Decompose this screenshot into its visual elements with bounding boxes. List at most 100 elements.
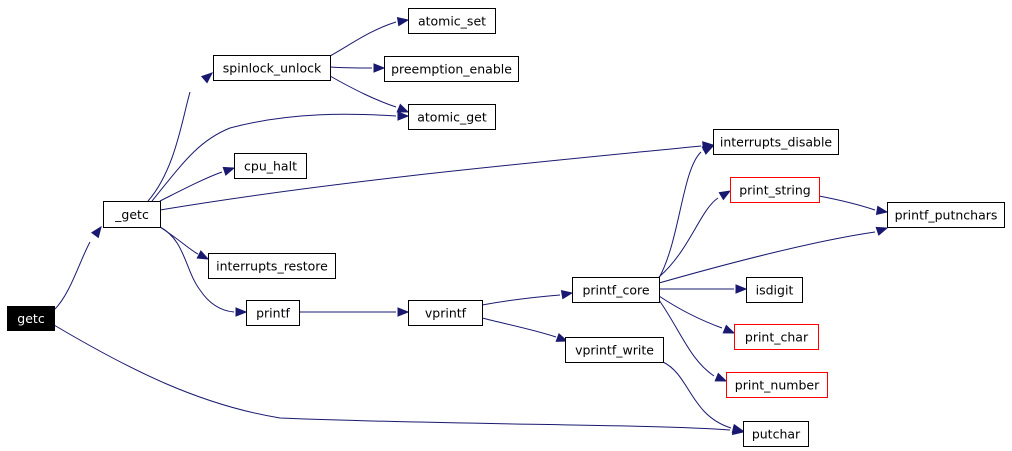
arrowhead [718,190,732,201]
arrowhead [235,307,248,317]
node-label: atomic_get [417,110,487,125]
arrowhead [396,103,410,113]
node-atomic-get[interactable]: atomic_get [408,104,496,130]
arrowhead [373,63,386,73]
arrowhead [196,250,210,260]
node-box[interactable] [408,104,496,130]
node-vprintf-write[interactable]: vprintf_write [565,337,664,363]
arrowhead [722,324,736,334]
edge-_getc-to-atomic_get [151,111,410,202]
edge-printf_core-to-isdigit [659,284,748,294]
node-label: print_string [739,183,811,198]
edge-printf-to-vprintf [298,307,410,317]
arrowhead [731,423,745,434]
node-label: interrupts_disable [720,135,833,150]
node-print-string[interactable]: print_string [730,177,820,203]
arrowhead [396,17,410,27]
node-box[interactable] [408,8,496,34]
arrowhead [875,226,889,236]
node-box[interactable] [384,56,519,82]
node-box[interactable] [565,337,664,363]
node-label: printf_putnchars [895,208,998,223]
node-box[interactable] [726,372,828,398]
edge-line [53,241,91,311]
node-box[interactable] [246,300,300,326]
edge-line [658,231,876,284]
edge-line [481,317,557,338]
edge-_getc-to-spinlock_unlock [147,72,214,202]
edge-printf_core-to-print_number [658,299,728,382]
node-box[interactable] [734,324,819,350]
node-label: printf [256,306,290,321]
edge-vprintf-to-vprintf_write [481,317,569,342]
node-interrupts-disable[interactable]: interrupts_disable [713,129,839,155]
edge-spinlock_unlock-to-preemption_enable [329,63,386,73]
node-interrupts-restore[interactable]: interrupts_restore [208,253,336,279]
arrowhead [222,166,236,176]
edge-spinlock_unlock-to-atomic_set [329,17,410,57]
edge-line [658,197,719,278]
edge-line [159,171,223,202]
node-getc[interactable]: getc [7,306,55,331]
edge-printf_core-to-interrupts_disable [658,145,715,279]
node-box[interactable] [103,201,161,228]
node-spinlock-unlock[interactable]: spinlock_unlock [213,55,331,81]
edge-print_string-to-printf_putnchars [818,195,889,215]
arrowhead [200,72,214,84]
arrowhead [875,205,889,215]
edge-line [53,324,731,431]
edge-spinlock_unlock-to-atomic_get [329,75,410,113]
node-atomic-set[interactable]: atomic_set [408,8,496,34]
edge-line [151,113,397,202]
node-box[interactable] [208,253,336,279]
edge-line [818,195,876,211]
node-label: isdigit [756,283,794,298]
node-label: putchar [752,427,801,442]
edge-printf_core-to-printf_putnchars [658,226,889,284]
node-cpu-halt[interactable]: cpu_halt [234,153,307,179]
node-printf-core[interactable]: printf_core [572,277,660,303]
arrowhead [735,284,748,294]
edge-line [658,299,715,377]
node-box[interactable] [743,421,809,447]
node-putchar[interactable]: putchar [743,421,809,447]
arrowhead [560,290,574,300]
node-box[interactable] [213,55,331,81]
node-label: getc [17,311,45,326]
node-label: print_char [745,330,809,345]
edge-line [159,226,235,313]
node-box[interactable] [572,277,660,303]
node-label: vprintf [425,306,467,321]
node-box[interactable] [408,300,483,326]
edge-line [329,66,373,69]
edge-_getc-to-printf [159,226,248,317]
arrowhead [90,225,102,239]
node-label: interrupts_restore [216,259,328,274]
node-box[interactable] [7,306,55,331]
node-label: spinlock_unlock [223,61,322,76]
node--getc[interactable]: _getc [103,201,161,228]
edge-vprintf_write-to-putchar [662,361,745,434]
node-printf-putnchars[interactable]: printf_putnchars [887,202,1005,228]
node-vprintf[interactable]: vprintf [408,300,483,326]
arrowhead [714,372,728,382]
edges-layer [53,17,889,436]
node-box[interactable] [234,153,307,179]
node-label: printf_core [582,283,649,298]
edge-line [159,145,702,211]
node-box[interactable] [887,202,1005,228]
edge-line [658,151,702,279]
node-preemption-enable[interactable]: preemption_enable [384,56,519,82]
node-box[interactable] [730,177,820,203]
node-printf[interactable]: printf [246,300,300,326]
arrowhead [701,145,715,155]
node-label: print_number [735,378,820,393]
node-box[interactable] [713,129,839,155]
node-isdigit[interactable]: isdigit [746,277,803,303]
node-box[interactable] [746,277,803,303]
edge-getc-to-_getc [53,225,102,311]
arrowhead [397,111,410,121]
node-print-number[interactable]: print_number [726,372,828,398]
node-print-char[interactable]: print_char [734,324,819,350]
